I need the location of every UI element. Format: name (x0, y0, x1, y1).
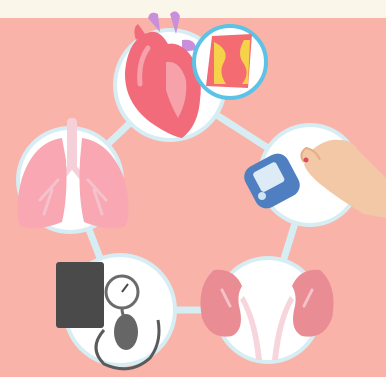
artery-plaque-icon (194, 26, 266, 98)
top-band (0, 0, 386, 18)
